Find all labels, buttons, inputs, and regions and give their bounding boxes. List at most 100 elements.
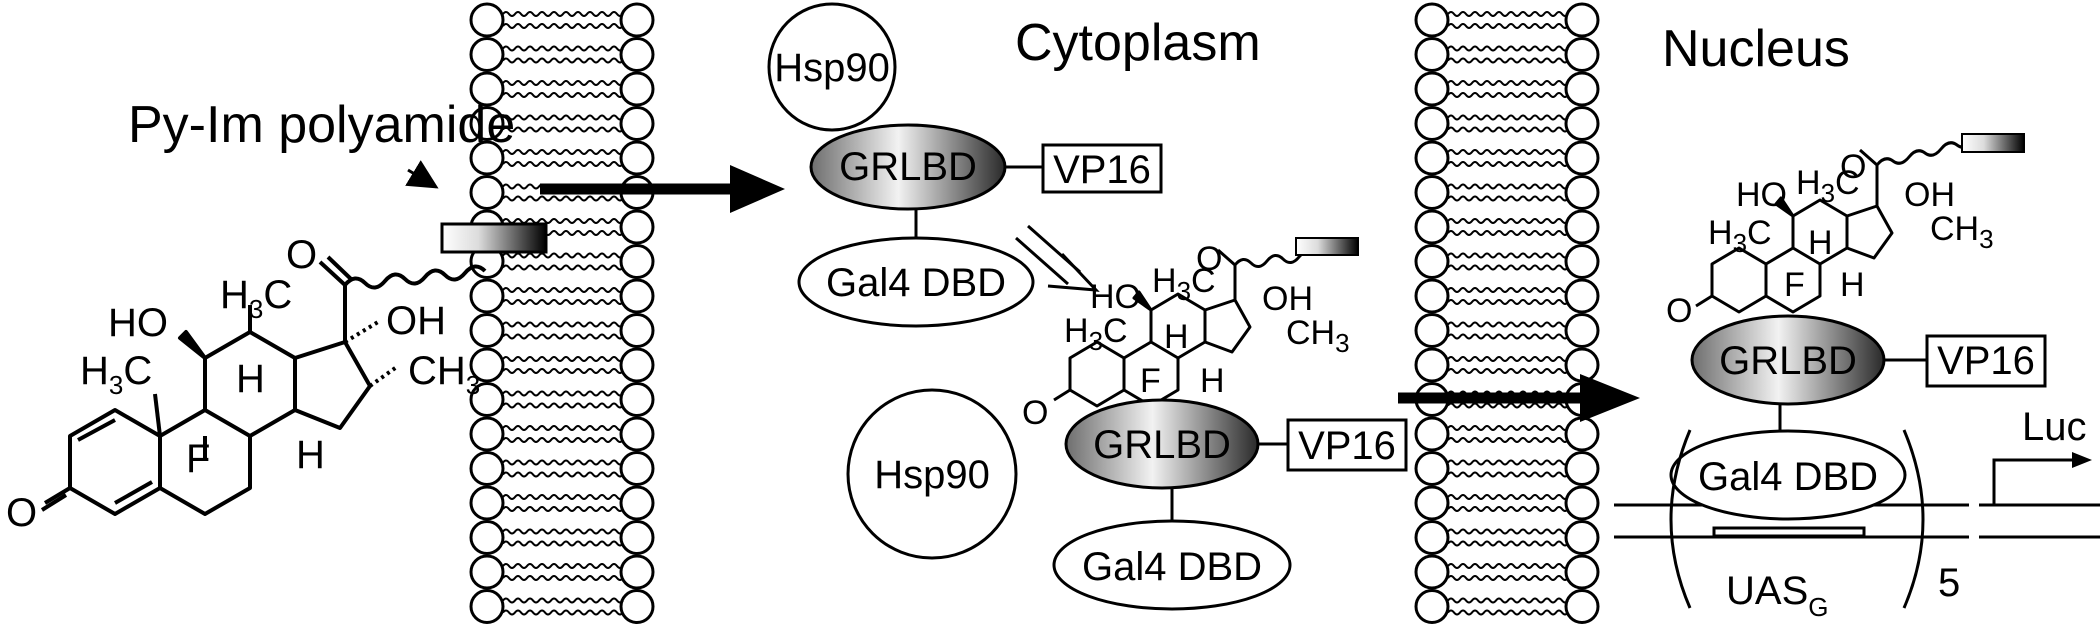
lipid-tail <box>1447 218 1569 224</box>
lipid-tail <box>1447 149 1569 155</box>
lipid-head <box>469 106 505 141</box>
lipid-head <box>1414 140 1450 176</box>
atom-o-s2b: O <box>1666 292 1692 330</box>
lipid-head <box>1564 589 1600 624</box>
lipid-head <box>1564 451 1600 486</box>
vp16-box-1 <box>1041 143 1163 194</box>
lipid-tail <box>1447 80 1569 86</box>
uas-label: UASG <box>1726 569 1828 622</box>
lipid-tail <box>502 425 624 431</box>
lipid-tail <box>502 459 624 466</box>
lipid-head <box>619 416 655 452</box>
lipid-head <box>619 313 655 348</box>
lipid-head <box>619 37 655 72</box>
lipid-head <box>1414 347 1450 383</box>
lipid-tail <box>1447 252 1569 259</box>
lipid-tail <box>1447 597 1569 604</box>
lipid-tail <box>502 402 624 409</box>
lipid-tail <box>502 161 624 167</box>
lipid-head <box>469 554 505 590</box>
lipid-tail <box>502 321 624 328</box>
lipid-tail <box>1447 471 1569 478</box>
lipid-tail <box>1447 230 1569 236</box>
polyamide-block-small-1 <box>1295 237 1359 256</box>
lipid-head <box>619 106 655 141</box>
lipid-head <box>469 278 505 314</box>
lipid-head <box>1564 2 1600 38</box>
polyamide-block-small-2 <box>1961 133 2025 153</box>
lipid-head <box>469 347 505 383</box>
lipid-tail <box>502 494 624 500</box>
luc-label: Luc <box>2022 405 2087 449</box>
grlbd-label-1: GRLBD <box>839 145 977 189</box>
lipid-head <box>469 589 505 624</box>
atom-h-1: H <box>236 357 265 401</box>
atom-h3c-s2a: H3C <box>1796 164 1860 208</box>
lipid-tail <box>1447 126 1569 133</box>
lipid-head <box>619 278 655 314</box>
lipid-tail <box>502 528 624 535</box>
lipid-head <box>1414 175 1450 210</box>
lipid-tail <box>1447 609 1569 616</box>
gal4-label-1: Gal4 DBD <box>826 261 1006 305</box>
lipid-head <box>1414 71 1450 107</box>
lipid-tail <box>502 126 624 133</box>
hsp90-circle-top <box>767 2 897 132</box>
cell-membrane <box>469 2 655 624</box>
lipid-head <box>1564 520 1600 555</box>
lipid-tail <box>502 506 624 512</box>
binding-arrow <box>1015 224 1100 292</box>
vp16-label-1: VP16 <box>1053 148 1151 192</box>
repeat-paren-right <box>1902 429 1925 609</box>
lipid-tail <box>1447 528 1569 535</box>
lipid-tail <box>1447 356 1569 362</box>
atom-o-s2a: O <box>1840 148 1866 186</box>
atom-h-2: H <box>296 433 325 477</box>
lipid-head <box>619 347 655 383</box>
lipid-head <box>619 589 655 624</box>
atom-ho-s1: HO <box>1090 278 1141 316</box>
lipid-tail <box>502 299 624 305</box>
lipid-tail <box>1447 264 1569 271</box>
lipid-head <box>1414 106 1450 141</box>
lipid-head <box>1564 140 1600 176</box>
atom-h3c-s1a: H3C <box>1152 262 1216 306</box>
lipid-head <box>1414 209 1450 245</box>
nuclear-entry-arrowhead <box>1580 374 1640 422</box>
lipid-tail <box>1447 368 1569 374</box>
lipid-head <box>619 71 655 107</box>
atom-ch3-s2: CH3 <box>1930 210 1994 254</box>
lipid-head <box>1414 2 1450 38</box>
polyamide-label: Py-Im polyamide <box>128 96 515 154</box>
lipid-head <box>619 554 655 590</box>
lipid-tail <box>502 437 624 443</box>
gal4-ellipse-1 <box>797 236 1035 328</box>
lipid-tail <box>502 471 624 478</box>
lipid-tail <box>502 149 624 155</box>
transcription-arrowhead <box>2072 452 2092 468</box>
lipid-tail <box>1447 333 1569 340</box>
atom-ho: HO <box>108 301 168 345</box>
lipid-tail <box>502 218 624 224</box>
vp16-label-2: VP16 <box>1298 424 1396 468</box>
transcription-start-arrow <box>1992 458 2080 505</box>
lipid-head <box>1564 209 1600 245</box>
nucleus-label: Nucleus <box>1662 20 1850 78</box>
lipid-tail <box>502 287 624 293</box>
atom-h3c-s1b: H3C <box>1064 312 1128 356</box>
atom-f-s1: F <box>1140 362 1161 400</box>
atom-h3c-left: H3C <box>80 349 152 400</box>
atom-o-carbonyl: O <box>286 233 317 277</box>
lipid-head <box>1564 71 1600 107</box>
lipid-tail <box>502 11 624 17</box>
lipid-tail <box>1447 425 1569 431</box>
hsp90-circle-free <box>846 388 1018 560</box>
cytoplasm-label: Cytoplasm <box>1015 14 1261 72</box>
atom-oh-s2: OH <box>1904 176 1955 214</box>
lipid-head <box>469 485 505 521</box>
vp16-label-3: VP16 <box>1937 339 2035 383</box>
lipid-head <box>469 2 505 38</box>
lipid-tail <box>1447 57 1569 64</box>
lipid-tail <box>1447 506 1569 512</box>
